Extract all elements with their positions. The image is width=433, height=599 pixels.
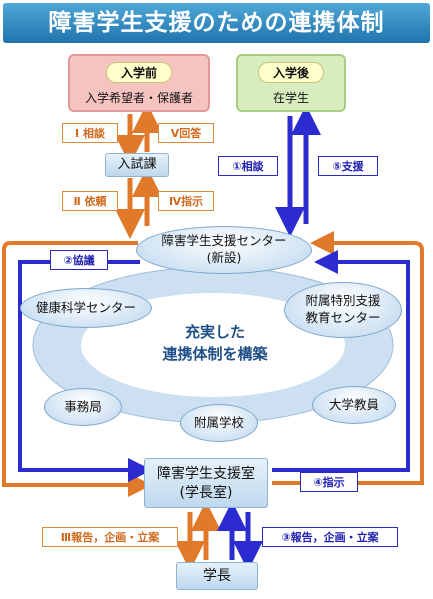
admin-office-node: 事務局 xyxy=(44,388,122,426)
support-office-box: 障害学生支援室 (学長室) xyxy=(144,458,268,508)
health-science-center-node: 健康科学センター xyxy=(20,288,152,328)
label-consult-c1: ①相談 xyxy=(218,156,278,176)
support-center-name: 障害学生支援センター xyxy=(161,233,287,249)
support-center-note: (新設) xyxy=(206,250,242,265)
pre-admission-box: 入学前 入学希望者・保護者 xyxy=(68,54,210,112)
ring-inner xyxy=(81,293,345,397)
label-request-2: Ⅱ 依頼 xyxy=(62,191,118,211)
post-admission-text: 在学生 xyxy=(272,91,309,105)
orange-loop xyxy=(2,241,152,497)
attached-school-node: 附属学校 xyxy=(180,404,258,442)
label-support-c5: ⑤支援 xyxy=(318,156,378,176)
support-office-note: (学長室) xyxy=(179,484,233,501)
label-consult-1: Ⅰ 相談 xyxy=(62,123,118,143)
faculty-label: 大学教員 xyxy=(328,396,379,412)
label-instruct-4: Ⅳ指示 xyxy=(158,191,214,211)
pre-admission-tag: 入学前 xyxy=(105,62,173,83)
label-discuss-c2: ②協議 xyxy=(50,250,108,270)
attached-school-label: 附属学校 xyxy=(193,414,244,430)
post-admission-tag: 入学後 xyxy=(257,62,325,83)
special-education-center-node: 附属特別支援 教育センター xyxy=(284,282,402,338)
label-answer-5: Ⅴ回答 xyxy=(158,123,214,143)
health-science-center-label: 健康科学センター xyxy=(35,299,136,315)
label-instruct-c4: ④指示 xyxy=(300,472,358,492)
special-ed-line2: 教育センター xyxy=(305,310,381,325)
support-office-name: 障害学生支援室 xyxy=(157,466,255,482)
special-ed-line1: 附属特別支援 xyxy=(305,293,381,309)
label-report-c3: ③報告，企画・立案 xyxy=(262,527,398,547)
faculty-node: 大学教員 xyxy=(312,386,396,424)
president-box: 学長 xyxy=(176,562,258,590)
admissions-office-box: 入試課 xyxy=(105,153,169,177)
admin-office-label: 事務局 xyxy=(64,398,102,414)
orange-loop-right xyxy=(272,231,424,485)
center-message-line1: 充実した xyxy=(184,323,245,341)
center-message: 充実した 連携体制を構築 xyxy=(130,322,300,366)
support-center-node: 障害学生支援センター (新設) xyxy=(136,226,312,274)
pre-admission-text: 入学希望者・保護者 xyxy=(84,91,193,105)
center-message-line2: 連携体制を構築 xyxy=(162,344,268,363)
post-admission-box: 入学後 在学生 xyxy=(236,54,346,112)
label-report-3: Ⅲ報告，企画・立案 xyxy=(42,527,178,547)
blue-loop-right xyxy=(272,250,410,472)
page-title: 障害学生支援のための連携体制 xyxy=(3,3,430,43)
